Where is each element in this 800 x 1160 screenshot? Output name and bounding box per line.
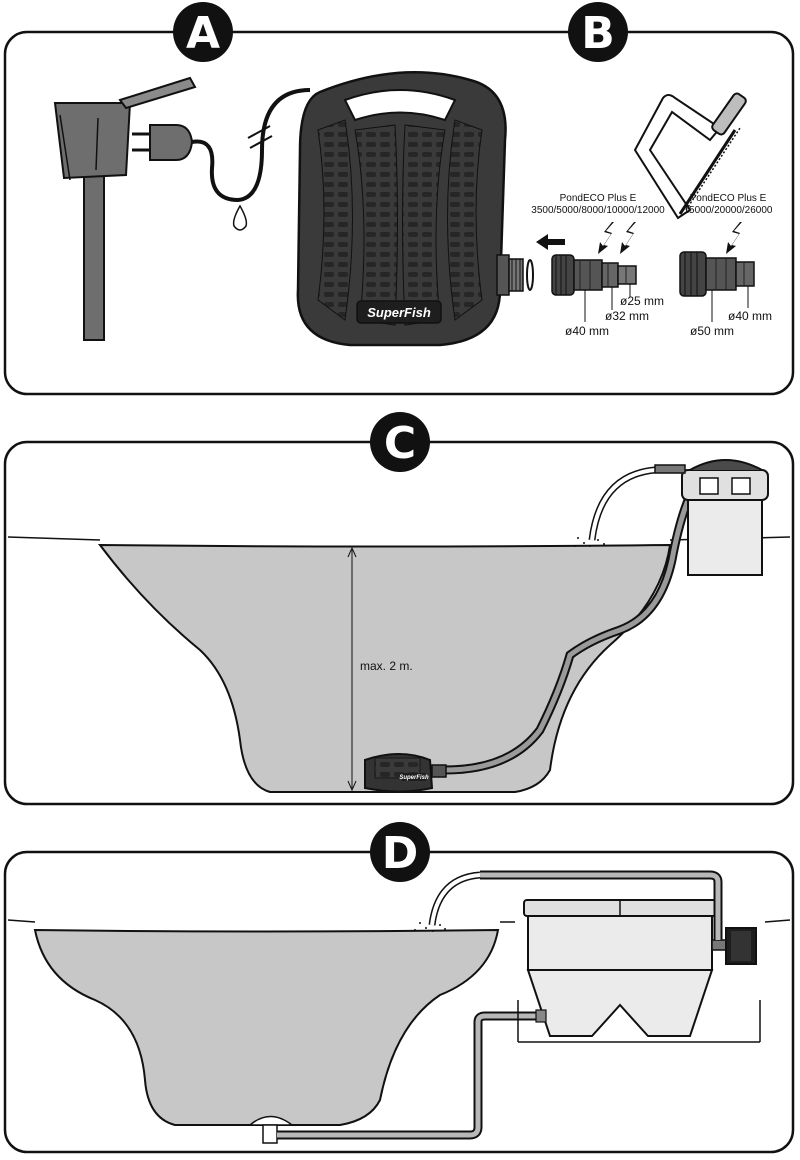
badge-b: B — [568, 2, 628, 62]
cut-point-arrow-icons — [598, 222, 742, 254]
badge-d: D — [370, 822, 430, 882]
water-drop-icon — [232, 204, 248, 231]
plug-icon — [132, 124, 194, 161]
outdoor-socket — [53, 76, 197, 341]
hacksaw-icon — [633, 92, 747, 220]
panel-c: C max. 2 m. — [3, 412, 795, 806]
adapter-1-dim-32: ø32 mm — [605, 309, 649, 323]
pond-water-c — [97, 543, 672, 793]
water-splash-d — [414, 922, 446, 932]
adapter-set-1-header: PondECO Plus E 3500/5000/8000/10000/1200… — [531, 193, 665, 216]
panel-ab: A B — [3, 2, 795, 396]
pump-in-pond-c: SuperFish — [364, 753, 447, 793]
badge-c: C — [370, 412, 430, 472]
adapter-1-dim-40: ø40 mm — [565, 324, 609, 338]
gravity-filter — [517, 899, 761, 1043]
pump-brand-label: SuperFish — [367, 305, 431, 320]
bottom-drain — [247, 1115, 295, 1144]
depth-label: max. 2 m. — [360, 659, 413, 673]
power-cable — [191, 88, 311, 203]
direction-arrow-icon — [536, 234, 565, 250]
external-pump-d — [711, 927, 757, 965]
adapter-set-2-header: PondECO Plus E 15000/20000/26000 — [684, 193, 773, 216]
badge-d-letter: D — [382, 828, 419, 879]
adapter-set-1-model: PondECO Plus E — [560, 193, 637, 204]
cable-break-marks — [247, 125, 273, 149]
adapter-set-1-sizes: 3500/5000/8000/10000/12000 — [531, 205, 665, 216]
adapter-1-dim-25: ø25 mm — [620, 294, 664, 308]
depth-arrow — [347, 546, 357, 792]
water-splash-c — [574, 537, 605, 547]
adapter-set-2-model: PondECO Plus E — [690, 193, 767, 204]
hose-adapter-1 — [551, 254, 637, 322]
pump-brand-label-c: SuperFish — [399, 775, 429, 781]
adapter-2-dim-40: ø40 mm — [728, 309, 772, 323]
pump-illustration: SuperFish — [296, 71, 524, 347]
pond-water-d — [33, 928, 500, 1126]
pressure-filter — [654, 459, 769, 576]
badge-c-letter: C — [384, 418, 416, 469]
panel-d: D — [3, 822, 795, 1154]
adapter-set-2-sizes: 15000/20000/26000 — [684, 205, 773, 216]
badge-a: A — [173, 2, 233, 62]
o-ring — [526, 259, 534, 291]
badge-b-letter: B — [581, 8, 615, 59]
adapter-2-dim-50: ø50 mm — [690, 324, 734, 338]
badge-a-letter: A — [186, 8, 220, 59]
ground-line-d — [7, 919, 791, 923]
hose-adapter-2 — [679, 251, 755, 322]
